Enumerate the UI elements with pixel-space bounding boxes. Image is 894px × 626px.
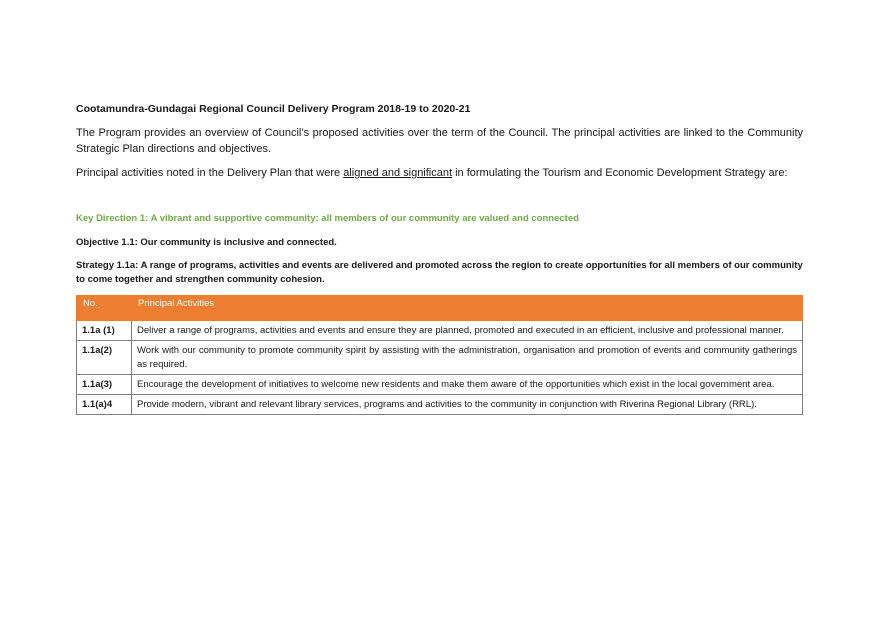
- principal-text-after: in formulating the Tourism and Economic …: [452, 167, 788, 179]
- row-activity: Work with our community to promote commu…: [131, 340, 803, 375]
- row-number: 1.1a(2): [76, 340, 132, 375]
- column-header-activities: Principal Activities: [131, 295, 803, 321]
- row-activity: Deliver a range of programs, activities …: [131, 320, 803, 341]
- row-number: 1.1a (1): [76, 320, 132, 341]
- row-activity: Provide modern, vibrant and relevant lib…: [131, 394, 803, 415]
- table-header-row: No. Principal Activities: [76, 295, 803, 321]
- table-row: 1.1a (1) Deliver a range of programs, ac…: [76, 320, 803, 341]
- document-title: Cootamundra-Gundagai Regional Council De…: [76, 103, 471, 115]
- principal-text-underlined: aligned and significant: [343, 167, 453, 179]
- table-row: 1.1(a)4 Provide modern, vibrant and rele…: [76, 394, 803, 415]
- table-row: 1.1a(3) Encourage the development of ini…: [76, 374, 803, 395]
- table-row: 1.1a(2) Work with our community to promo…: [76, 340, 803, 375]
- row-number: 1.1a(3): [76, 374, 132, 395]
- intro-paragraph: The Program provides an overview of Coun…: [76, 127, 803, 155]
- row-activity: Encourage the development of initiatives…: [131, 374, 803, 395]
- principal-text-before: Principal activities noted in the Delive…: [76, 167, 344, 179]
- principal-activities-paragraph: Principal activities noted in the Delive…: [76, 166, 803, 182]
- objective-heading: Objective 1.1: Our community is inclusiv…: [76, 237, 337, 248]
- row-number: 1.1(a)4: [76, 394, 132, 415]
- key-direction-heading: Key Direction 1: A vibrant and supportiv…: [76, 213, 579, 224]
- strategy-heading: Strategy 1.1a: A range of programs, acti…: [76, 260, 803, 285]
- column-header-no: No.: [76, 295, 132, 321]
- principal-activities-table: No. Principal Activities 1.1a (1) Delive…: [76, 295, 803, 415]
